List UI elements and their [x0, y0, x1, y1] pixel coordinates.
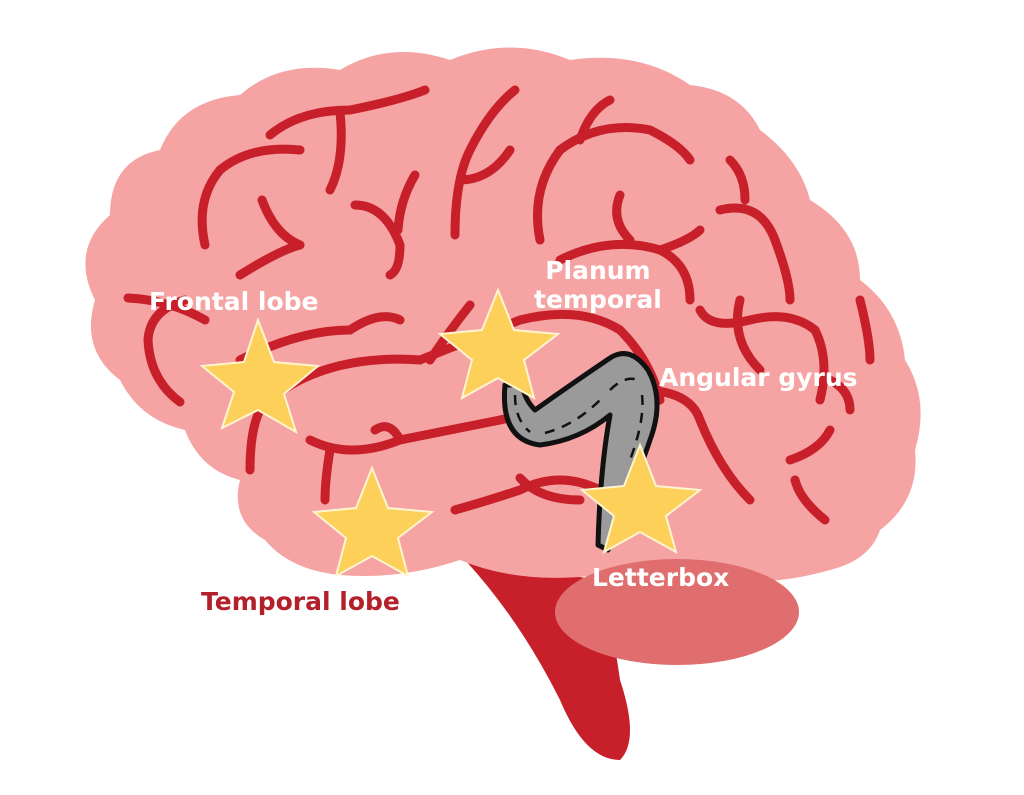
star-letterbox — [579, 442, 703, 555]
label-planum-temporal: Planum temporal — [534, 256, 662, 314]
label-planum-line1: Planum — [545, 256, 651, 285]
stars — [199, 287, 703, 579]
label-angular-gyrus: Angular gyrus — [659, 363, 858, 392]
label-planum-line2: temporal — [534, 285, 662, 314]
star-planum — [437, 287, 561, 401]
label-letterbox: Letterbox — [592, 563, 730, 592]
star-temporal — [311, 465, 435, 579]
label-frontal-lobe: Frontal lobe — [149, 287, 319, 316]
star-frontal — [199, 317, 321, 435]
label-temporal-lobe: Temporal lobe — [201, 587, 400, 616]
cerebellum — [555, 559, 799, 665]
